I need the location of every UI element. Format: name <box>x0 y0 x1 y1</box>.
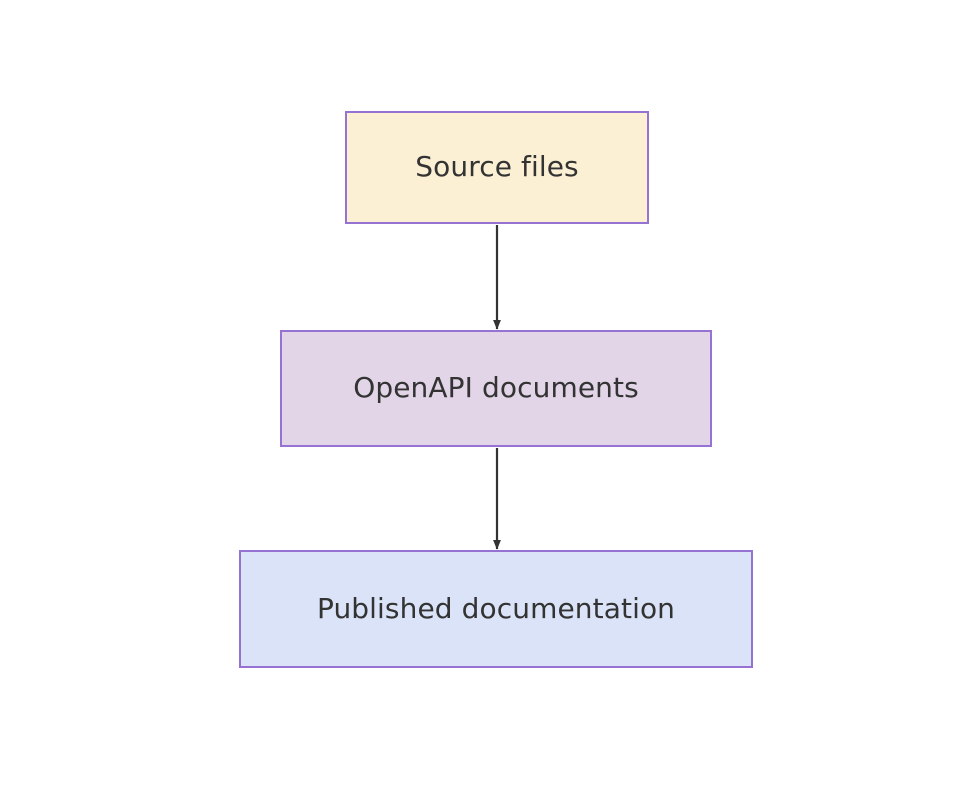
node-openapi-documents[interactable]: OpenAPI documents <box>280 330 712 447</box>
node-published-documentation[interactable]: Published documentation <box>239 550 753 668</box>
node-source-files-label: Source files <box>415 150 579 184</box>
node-published-documentation-label: Published documentation <box>316 591 676 625</box>
node-openapi-documents-label: OpenAPI documents <box>353 371 639 405</box>
node-source-files[interactable]: Source files <box>345 111 649 224</box>
